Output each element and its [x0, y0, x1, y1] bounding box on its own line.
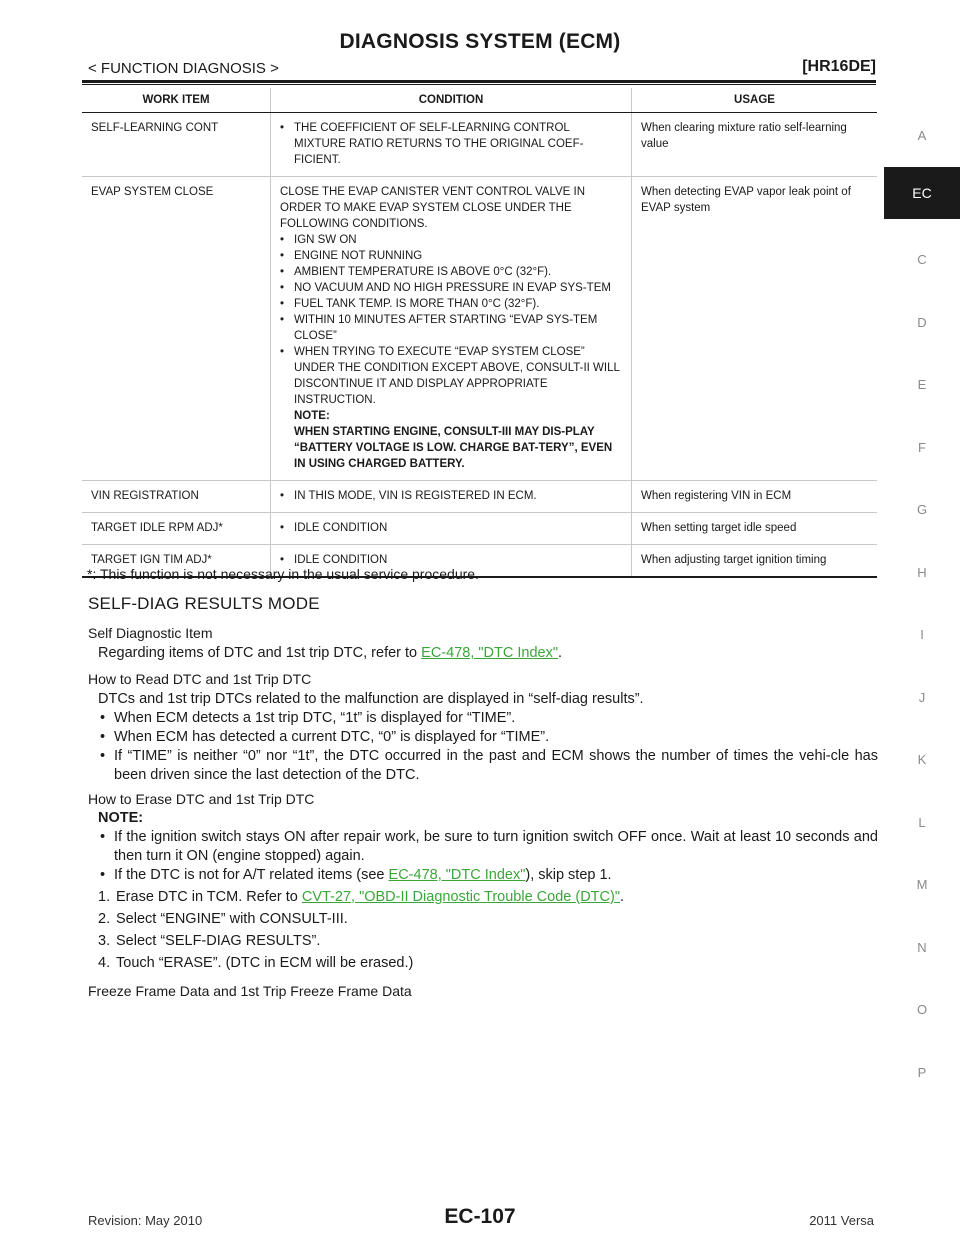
text-fragment: ), skip step 1. [525, 867, 612, 883]
work-item-cell: TARGET IGN TIM ADJ* [82, 544, 271, 578]
condition-cell: IN THIS MODE, VIN IS REGISTERED IN ECM. [270, 480, 632, 513]
condition-bullet: IDLE CONDITION [280, 520, 623, 536]
side-index-k[interactable]: K [917, 752, 927, 768]
condition-bullet: IDLE CONDITION [280, 552, 623, 568]
table-footnote: *: This function is not necessary in the… [87, 566, 479, 582]
read-dtc-bullet: If “TIME” is neither “0” nor “1t”, the D… [98, 747, 878, 785]
text-fragment: Regarding items of DTC and 1st trip DTC,… [98, 645, 422, 661]
text-fragment: . [619, 889, 625, 905]
side-index-l[interactable]: L [918, 814, 926, 830]
table-row: TARGET IDLE RPM ADJ* IDLE CONDITION When… [82, 512, 877, 545]
step-text: Select “SELF-DIAG RESULTS”. [116, 933, 321, 949]
condition-bullet: FUEL TANK TEMP. IS MORE THAN 0°C (32°F). [280, 296, 623, 312]
side-index-c[interactable]: C [917, 252, 927, 268]
side-index-p[interactable]: P [917, 1064, 927, 1080]
erase-dtc-heading: How to Erase DTC and 1st Trip DTC [88, 791, 315, 807]
section-label: < FUNCTION DIAGNOSIS > [88, 60, 279, 77]
read-dtc-text: DTCs and 1st trip DTCs related to the ma… [98, 691, 644, 707]
read-dtc-heading: How to Read DTC and 1st Trip DTC [88, 671, 312, 687]
freeze-frame-heading: Freeze Frame Data and 1st Trip Freeze Fr… [88, 983, 412, 999]
work-item-cell: EVAP SYSTEM CLOSE [82, 176, 271, 481]
erase-note-label: NOTE: [98, 809, 878, 828]
table-row: TARGET IGN TIM ADJ* IDLE CONDITION When … [82, 544, 877, 578]
side-index-o[interactable]: O [916, 1002, 928, 1018]
condition-intro: CLOSE THE EVAP CANISTER VENT CONTROL VAL… [280, 186, 586, 230]
header-rule [82, 80, 876, 83]
usage-cell: When setting target idle speed [631, 512, 877, 545]
condition-bullet: AMBIENT TEMPERATURE IS ABOVE 0°C (32°F). [280, 264, 623, 280]
condition-bullet: WHEN TRYING TO EXECUTE “EVAP SYSTEM CLOS… [280, 344, 623, 408]
side-index-i[interactable]: I [920, 627, 924, 643]
side-index-h[interactable]: H [917, 564, 927, 580]
condition-cell: CLOSE THE EVAP CANISTER VENT CONTROL VAL… [270, 176, 632, 481]
condition-note-label: NOTE: [294, 410, 330, 422]
step-number: 2. [98, 911, 111, 927]
step-text: Erase DTC in TCM. Refer to [116, 889, 302, 905]
condition-note-text: WHEN STARTING ENGINE, CONSULT-III MAY DI… [294, 426, 613, 470]
self-diag-item-text: Regarding items of DTC and 1st trip DTC,… [98, 644, 878, 663]
usage-cell: When clearing mixture ratio self-learnin… [631, 112, 877, 177]
usage-cell: When detecting EVAP vapor leak point of … [631, 176, 877, 481]
dtc-index-link[interactable]: EC-478, "DTC Index" [421, 645, 558, 661]
table-row: VIN REGISTRATION IN THIS MODE, VIN IS RE… [82, 480, 877, 513]
condition-bullet: IN THIS MODE, VIN IS REGISTERED IN ECM. [280, 488, 623, 504]
work-item-table: WORK ITEM CONDITION USAGE SELF-LEARNING … [82, 88, 877, 578]
footer-model-year: 2011 Versa [809, 1213, 874, 1228]
erase-bullet: If the DTC is not for A/T related items … [98, 866, 878, 885]
condition-bullet: NO VACUUM AND NO HIGH PRESSURE IN EVAP S… [280, 280, 623, 296]
text-fragment: . [557, 645, 563, 661]
read-dtc-bullet: When ECM has detected a current DTC, “0”… [98, 728, 878, 747]
footer-page-number: EC-107 [444, 1205, 516, 1228]
note-label: NOTE: [98, 810, 144, 826]
erase-step: 2. Select “ENGINE” with CONSULT-III. [98, 910, 878, 929]
footer-revision: Revision: May 2010 [88, 1213, 203, 1228]
work-item-cell: TARGET IDLE RPM ADJ* [82, 512, 271, 545]
side-index-j[interactable]: J [918, 689, 926, 705]
work-item-cell: SELF-LEARNING CONT [82, 112, 271, 177]
side-index-m[interactable]: M [916, 877, 928, 893]
model-label: [HR16DE] [802, 58, 876, 75]
condition-bullet: ENGINE NOT RUNNING [280, 248, 623, 264]
side-index-n[interactable]: N [917, 939, 927, 955]
condition-bullet: WITHIN 10 MINUTES AFTER STARTING “EVAP S… [280, 312, 623, 344]
page-title: DIAGNOSIS SYSTEM (ECM) [339, 30, 621, 53]
step-text: Touch “ERASE”. (DTC in ECM will be erase… [116, 955, 414, 971]
cvt-obd-link[interactable]: CVT-27, "OBD-II Diagnostic Trouble Code … [301, 889, 620, 905]
self-diag-item-heading: Self Diagnostic Item [88, 625, 213, 641]
erase-step: 1. Erase DTC in TCM. Refer to CVT-27, "OB… [98, 888, 878, 907]
condition-cell: THE COEFFICIENT OF SELF-LEARNING CONTROL… [270, 112, 632, 177]
table-row: EVAP SYSTEM CLOSE CLOSE THE EVAP CANISTE… [82, 176, 877, 481]
erase-step: 4. Touch “ERASE”. (DTC in ECM will be era… [98, 954, 878, 973]
work-item-cell: VIN REGISTRATION [82, 480, 271, 513]
condition-cell: IDLE CONDITION [270, 512, 632, 545]
erase-step: 3. Select “SELF-DIAG RESULTS”. [98, 932, 878, 951]
table-header-condition: CONDITION [270, 88, 632, 113]
usage-cell: When registering VIN in ECM [631, 480, 877, 513]
read-dtc-bullet: When ECM detects a 1st trip DTC, “1t” is… [98, 709, 878, 728]
erase-bullet: If the ignition switch stays ON after re… [98, 828, 878, 866]
side-index-e[interactable]: E [917, 377, 927, 393]
self-diag-heading: SELF-DIAG RESULTS MODE [88, 594, 320, 613]
dtc-index-link[interactable]: EC-478, "DTC Index" [388, 867, 526, 883]
usage-cell: When adjusting target ignition timing [631, 544, 877, 578]
condition-cell: IDLE CONDITION [270, 544, 632, 578]
side-index-ec[interactable]: EC [884, 166, 960, 219]
text-fragment: If the DTC is not for A/T related items … [114, 867, 389, 883]
side-index: A EC C D E F G H I J K L M N O P [884, 104, 960, 1104]
side-index-g[interactable]: G [916, 502, 928, 518]
step-number: 1. [98, 889, 111, 905]
step-number: 3. [98, 933, 111, 949]
side-index-d[interactable]: D [917, 314, 927, 330]
side-index-a[interactable]: A [917, 127, 927, 143]
condition-bullet: THE COEFFICIENT OF SELF-LEARNING CONTROL… [280, 120, 623, 168]
side-index-f[interactable]: F [918, 439, 926, 455]
header-rule-thin [82, 84, 876, 85]
table-row: SELF-LEARNING CONT THE COEFFICIENT OF SE… [82, 112, 877, 177]
table-header-usage: USAGE [631, 88, 877, 113]
step-text: Select “ENGINE” with CONSULT-III. [116, 911, 348, 927]
step-number: 4. [98, 955, 111, 971]
table-header-work-item: WORK ITEM [82, 88, 271, 113]
condition-bullet: IGN SW ON [280, 232, 623, 248]
